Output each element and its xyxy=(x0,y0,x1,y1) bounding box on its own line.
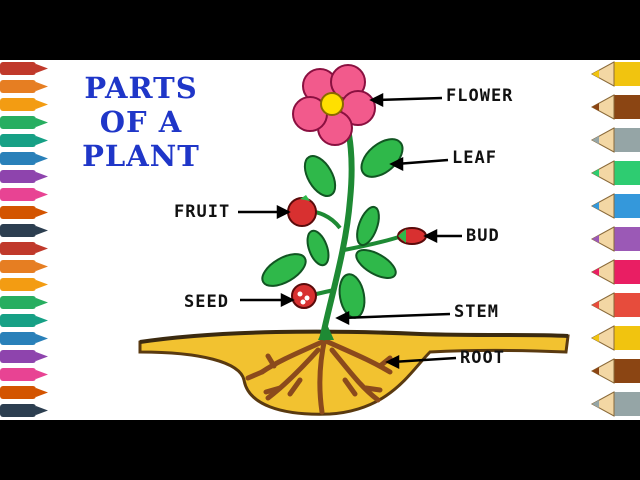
pencil-lead xyxy=(592,301,599,309)
pencil-body xyxy=(614,128,640,152)
pencil-lead xyxy=(592,103,599,111)
marker-body xyxy=(0,98,36,111)
seed xyxy=(291,283,317,309)
marker-tip xyxy=(36,298,48,307)
pencil-body xyxy=(614,95,640,119)
marker-tip xyxy=(36,64,48,73)
marker-tip xyxy=(36,226,48,235)
pencil-wood xyxy=(590,391,615,417)
marker-tip xyxy=(36,190,48,199)
label-leaf: LEAF xyxy=(452,148,497,168)
marker-body xyxy=(0,404,36,417)
pencil-body xyxy=(614,359,640,383)
title-line-2: OF A xyxy=(99,105,183,139)
fruit xyxy=(287,195,317,227)
marker-tip xyxy=(36,136,48,145)
marker-body xyxy=(0,278,36,291)
marker-body xyxy=(0,350,36,363)
pencil-body xyxy=(614,293,640,317)
pencil-lead xyxy=(592,202,599,210)
pencil-wood xyxy=(590,259,615,285)
pencil-lead xyxy=(592,235,599,243)
pencil-body xyxy=(614,161,640,185)
pencil-wood xyxy=(590,61,615,87)
label-flower: FLOWER xyxy=(446,86,514,106)
marker-tip xyxy=(36,154,48,163)
marker-tip xyxy=(36,172,48,181)
marker-body xyxy=(0,170,36,183)
pencil-wood xyxy=(590,325,615,351)
marker-body xyxy=(0,386,36,399)
marker-body xyxy=(0,206,36,219)
pencil-body xyxy=(614,392,640,416)
pencil-lead xyxy=(592,70,599,78)
pencil-body xyxy=(614,260,640,284)
marker-body xyxy=(0,80,36,93)
pencil-wood xyxy=(590,292,615,318)
pencil-lead xyxy=(592,169,599,177)
pencil-wood xyxy=(590,358,615,384)
pencil-wood xyxy=(590,226,615,252)
label-stem: STEM xyxy=(454,302,499,322)
marker-tip xyxy=(36,280,48,289)
marker-body xyxy=(0,152,36,165)
pencil-decoration-right xyxy=(590,61,640,417)
marker-tip xyxy=(36,334,48,343)
marker-decoration-left xyxy=(0,62,48,417)
marker-body xyxy=(0,260,36,273)
marker-body xyxy=(0,116,36,129)
marker-tip xyxy=(36,118,48,127)
title-line-1: PARTS xyxy=(84,71,198,105)
pencil-body xyxy=(614,194,640,218)
marker-tip xyxy=(36,406,48,415)
pencil-body xyxy=(614,326,640,350)
marker-body xyxy=(0,188,36,201)
marker-body xyxy=(0,242,36,255)
bud xyxy=(397,227,427,245)
label-bud: BUD xyxy=(466,226,500,246)
marker-tip xyxy=(36,208,48,217)
marker-body xyxy=(0,314,36,327)
pencil-lead xyxy=(592,334,599,342)
marker-body xyxy=(0,332,36,345)
pencil-wood xyxy=(590,94,615,120)
label-seed: SEED xyxy=(184,292,229,312)
marker-tip xyxy=(36,370,48,379)
title-line-3: PLANT xyxy=(82,139,200,173)
pencil-lead xyxy=(592,367,599,375)
marker-tip xyxy=(36,262,48,271)
marker-tip xyxy=(36,244,48,253)
marker-body xyxy=(0,134,36,147)
marker-body xyxy=(0,224,36,237)
marker-tip xyxy=(36,352,48,361)
roots xyxy=(245,335,393,415)
label-root: ROOT xyxy=(460,348,505,368)
marker-body xyxy=(0,62,36,75)
marker-body xyxy=(0,296,36,309)
marker-body xyxy=(0,368,36,381)
marker-tip xyxy=(36,100,48,109)
flower xyxy=(292,64,376,146)
label-fruit: FRUIT xyxy=(174,202,231,222)
pencil-lead xyxy=(592,268,599,276)
marker-tip xyxy=(36,316,48,325)
marker-tip xyxy=(36,388,48,397)
pencil-wood xyxy=(590,193,615,219)
pencil-body xyxy=(614,62,640,86)
pencil-lead xyxy=(592,400,599,408)
label-arrows xyxy=(238,92,462,370)
leaves xyxy=(261,138,404,319)
marker-tip xyxy=(36,82,48,91)
pencil-wood xyxy=(590,127,615,153)
pencil-body xyxy=(614,227,640,251)
pencil-lead xyxy=(592,136,599,144)
pencil-wood xyxy=(590,160,615,186)
